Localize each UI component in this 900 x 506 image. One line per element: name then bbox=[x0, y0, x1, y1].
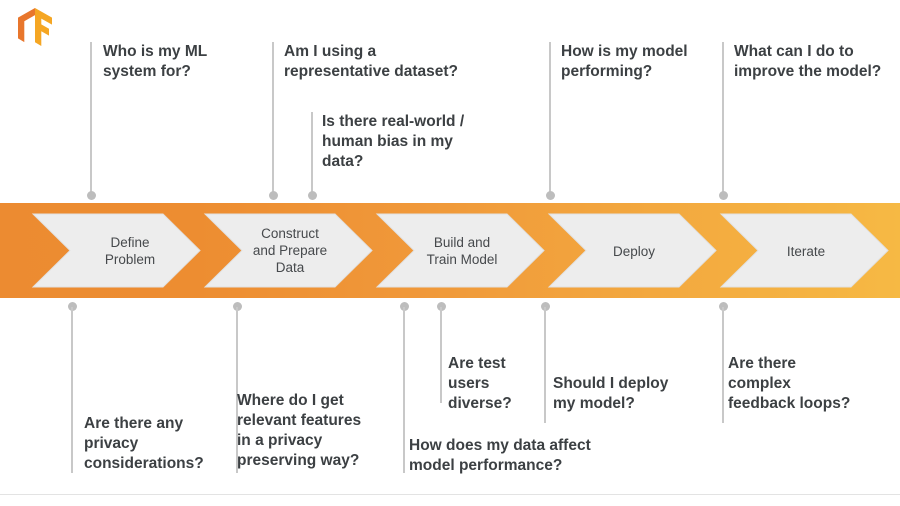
ml-workflow-band: Define Problem Construct and Prepare Dat… bbox=[0, 203, 900, 298]
tensorflow-logo-icon bbox=[18, 8, 52, 46]
connector-line-privacy-considerations bbox=[71, 307, 73, 473]
question-label-improve-the-model: What can I do to improve the model? bbox=[734, 43, 882, 80]
connector-line-how-is-my-model-performing bbox=[549, 42, 551, 196]
step-label-construct-prepare-data: Construct and Prepare Data bbox=[252, 226, 328, 275]
question-label-are-test-users-diverse: Are test users diverse? bbox=[448, 355, 512, 412]
step-label-build-train-model: Build and Train Model bbox=[426, 235, 498, 267]
connector-dot-how-is-my-model-performing bbox=[546, 191, 555, 200]
question-label-should-i-deploy-my-model: Should I deploy my model? bbox=[553, 375, 669, 412]
connector-dot-complex-feedback-loops bbox=[719, 302, 728, 311]
question-label-relevant-features-privacy: Where do I get relevant features in a pr… bbox=[237, 392, 362, 469]
connector-line-improve-the-model bbox=[722, 42, 724, 196]
connector-line-should-i-deploy-my-model bbox=[544, 307, 546, 423]
chevron-construct-prepare-data bbox=[203, 213, 373, 288]
connector-dot-should-i-deploy-my-model bbox=[541, 302, 550, 311]
connector-line-are-test-users-diverse bbox=[440, 307, 442, 403]
question-label-representative-dataset: Am I using a representative dataset? bbox=[284, 43, 459, 80]
step-label-define-problem: Define Problem bbox=[104, 235, 156, 267]
step-label-iterate: Iterate bbox=[786, 244, 826, 259]
question-label-how-is-my-model-performing: How is my model performing? bbox=[561, 43, 688, 80]
connector-line-data-affect-model-performance bbox=[403, 307, 405, 473]
connector-dot-relevant-features-privacy bbox=[233, 302, 242, 311]
connector-dot-data-affect-model-performance bbox=[400, 302, 409, 311]
step-label-deploy: Deploy bbox=[612, 244, 656, 259]
connector-line-complex-feedback-loops bbox=[722, 307, 724, 423]
chevron-iterate bbox=[719, 213, 889, 288]
question-label-real-world-human-bias: Is there real-world / human bias in my d… bbox=[322, 113, 465, 170]
chevron-define-problem bbox=[31, 213, 201, 288]
chevron-build-train-model bbox=[375, 213, 545, 288]
question-label-complex-feedback-loops: Are there complex feedback loops? bbox=[728, 355, 851, 412]
connector-line-representative-dataset bbox=[272, 42, 274, 196]
connector-dot-privacy-considerations bbox=[68, 302, 77, 311]
connector-dot-improve-the-model bbox=[719, 191, 728, 200]
connector-line-who-is-my-ml-system-for bbox=[90, 42, 92, 196]
question-label-privacy-considerations: Are there any privacy considerations? bbox=[84, 415, 204, 472]
connector-dot-who-is-my-ml-system-for bbox=[87, 191, 96, 200]
question-label-who-is-my-ml-system-for: Who is my ML system for? bbox=[103, 43, 208, 80]
question-label-data-affect-model-performance: How does my data affect model performanc… bbox=[409, 437, 591, 474]
connector-line-real-world-human-bias bbox=[311, 112, 313, 196]
connector-dot-representative-dataset bbox=[269, 191, 278, 200]
slide-bottom-divider bbox=[0, 494, 900, 495]
chevron-deploy bbox=[547, 213, 717, 288]
connector-line-relevant-features-privacy bbox=[236, 307, 238, 473]
connector-dot-real-world-human-bias bbox=[308, 191, 317, 200]
connector-dot-are-test-users-diverse bbox=[437, 302, 446, 311]
